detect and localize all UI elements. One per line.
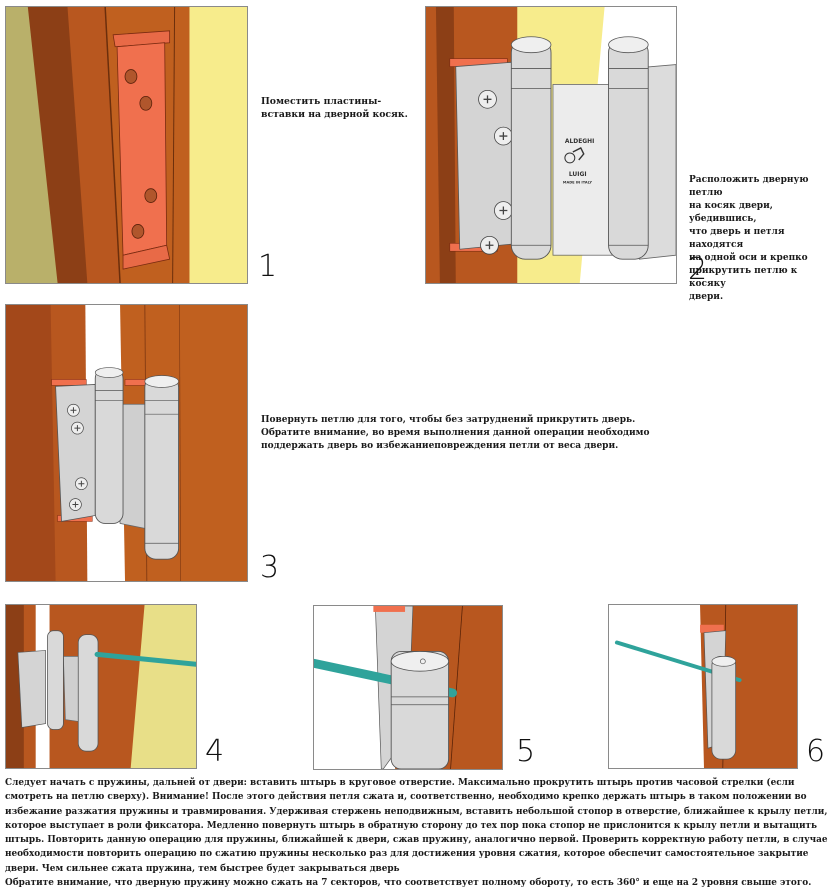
step-4-illustration <box>5 604 197 769</box>
svg-text:MADE IN ITALY: MADE IN ITALY <box>563 181 592 185</box>
screw <box>478 89 497 109</box>
step-number-6: 6 <box>806 734 826 769</box>
step-5-illustration <box>313 605 503 770</box>
step-1-illustration <box>5 6 248 284</box>
svg-text:LUIGI: LUIGI <box>569 171 587 178</box>
screw-hole <box>144 188 158 203</box>
step-2-caption: Расположить дверную петлю на косяк двери… <box>689 175 809 302</box>
screw <box>494 201 513 220</box>
instructions-note: Обратите внимание, что дверную пружину м… <box>5 878 812 889</box>
step-number-5: 5 <box>516 734 536 769</box>
hinge-barrel <box>510 38 552 260</box>
hinge-barrel <box>608 38 649 260</box>
screw <box>75 477 88 491</box>
step-3-illustration <box>5 304 248 582</box>
instructions-paragraph: Следует начать с пружины, дальней от две… <box>5 778 828 874</box>
instructions-text: Следует начать с пружины, дальней от две… <box>5 776 831 890</box>
hinge-barrel <box>94 368 124 524</box>
hinge-barrel <box>77 634 99 752</box>
hinge-barrel <box>47 630 64 730</box>
screw <box>480 235 499 255</box>
screw <box>69 498 82 511</box>
step-1-caption: Поместить пластины- вставки на дверной к… <box>261 96 408 120</box>
screw <box>67 403 80 417</box>
step-2-illustration: ALDEGHI LUIGI MADE IN ITALY <box>425 6 677 284</box>
step-number-2: 2 <box>688 252 708 287</box>
step-number-4: 4 <box>205 734 225 769</box>
tension-rod <box>94 651 196 667</box>
step-3-caption: Повернуть петлю для того, чтобы без затр… <box>261 415 650 451</box>
step-number-1: 1 <box>258 249 278 284</box>
screw-hole <box>131 224 145 239</box>
step-number-3: 3 <box>260 550 280 585</box>
screw <box>71 421 84 435</box>
brand-logo: ALDEGHI LUIGI MADE IN ITALY <box>563 138 594 185</box>
screw <box>494 126 513 146</box>
screw-hole <box>124 69 138 84</box>
step-6-illustration <box>608 604 798 769</box>
hinge-barrel <box>144 376 180 560</box>
hinge-barrel <box>711 655 737 760</box>
svg-text:ALDEGHI: ALDEGHI <box>565 138 594 145</box>
screw-hole <box>139 95 153 111</box>
